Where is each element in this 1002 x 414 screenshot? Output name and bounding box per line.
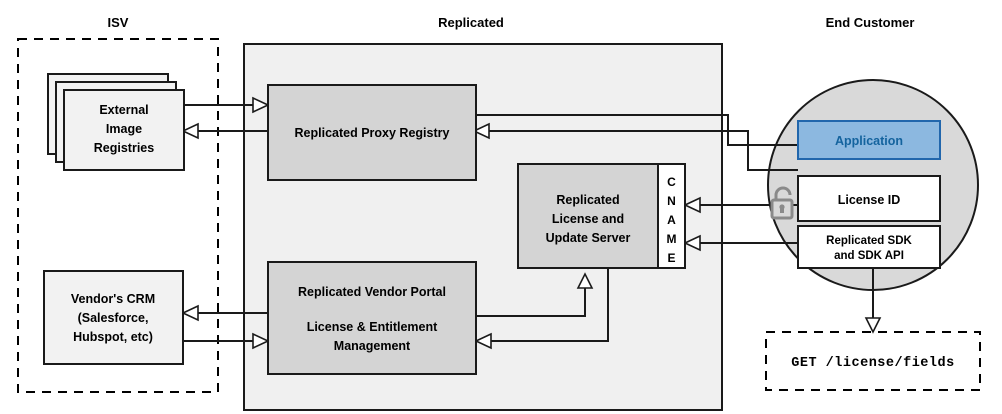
connection-portal-to-license-server [476,272,594,317]
cname-letter-c: C [667,175,676,189]
replicated-sdk-line2: and SDK API [834,250,904,262]
connection-proxy-to-registries [181,122,268,140]
node-license-id[interactable]: License ID [797,175,941,222]
vendors-crm-line1: Vendor's CRM [71,292,155,306]
cname-letter-e: E [667,251,675,265]
cname-strip [657,163,686,269]
license-server-line1: Replicated [556,193,619,207]
connection-license-server-to-portal [474,268,609,350]
vendors-crm-line3: Hubspot, etc) [73,330,153,344]
connection-sdk-to-license-fields [864,268,882,334]
node-external-image-registries[interactable]: External Image Registries [47,73,185,171]
proxy-registry-box [267,84,477,181]
node-cname[interactable]: C N A M E [657,163,686,269]
vendors-crm-line2: (Salesforce, [78,311,149,325]
connection-registries-to-proxy [183,96,270,114]
cname-letter-n: N [667,194,676,208]
connection-application-to-proxy [472,122,798,171]
node-replicated-sdk[interactable]: Replicated SDK and SDK API [797,225,941,269]
external-registries-line2: Image [106,122,142,136]
vendor-portal-box [267,261,477,375]
vendor-portal-line2: License & Entitlement [307,320,438,334]
license-fields-label: GET /license/fields [791,356,954,371]
unlock-icon [770,186,794,220]
node-replicated-proxy-registry[interactable]: Replicated Proxy Registry [267,84,477,181]
vendor-portal-line1: Replicated Vendor Portal [298,285,446,299]
registry-stack-front [63,89,185,171]
license-server-line2: License and [552,212,624,226]
vendor-portal-line3: Management [334,339,411,353]
external-registries-line1: External [99,103,148,117]
license-server-line3: Update Server [546,231,631,245]
cname-letter-m: M [667,232,677,246]
connection-crm-to-portal [183,332,270,350]
replicated-sdk-box [797,225,941,269]
zone-label-end-customer: End Customer [826,15,915,30]
proxy-registry-label: Replicated Proxy Registry [295,126,450,140]
application-box [797,120,941,160]
node-application[interactable]: Application [797,120,941,160]
replicated-sdk-line1: Replicated SDK [826,235,912,247]
license-id-label: License ID [838,193,901,207]
node-vendors-crm[interactable]: Vendor's CRM (Salesforce, Hubspot, etc) [43,270,184,365]
node-replicated-vendor-portal[interactable]: Replicated Vendor Portal License & Entit… [267,261,477,375]
zone-label-isv: ISV [108,15,129,30]
node-license-fields-request[interactable]: GET /license/fields [765,331,981,391]
connection-portal-to-crm [181,304,268,322]
license-fields-box [765,331,981,391]
node-replicated-license-and-update-server[interactable]: Replicated License and Update Server [517,163,659,269]
vendors-crm-box [43,270,184,365]
license-id-box [797,175,941,222]
external-registries-line3: Registries [94,141,154,155]
connection-sdk-to-cname [683,234,798,252]
zone-label-replicated: Replicated [438,15,504,30]
application-label: Application [835,134,903,148]
cname-letter-a: A [667,213,676,227]
license-server-box [517,163,659,269]
zone-isv-container [17,38,219,393]
